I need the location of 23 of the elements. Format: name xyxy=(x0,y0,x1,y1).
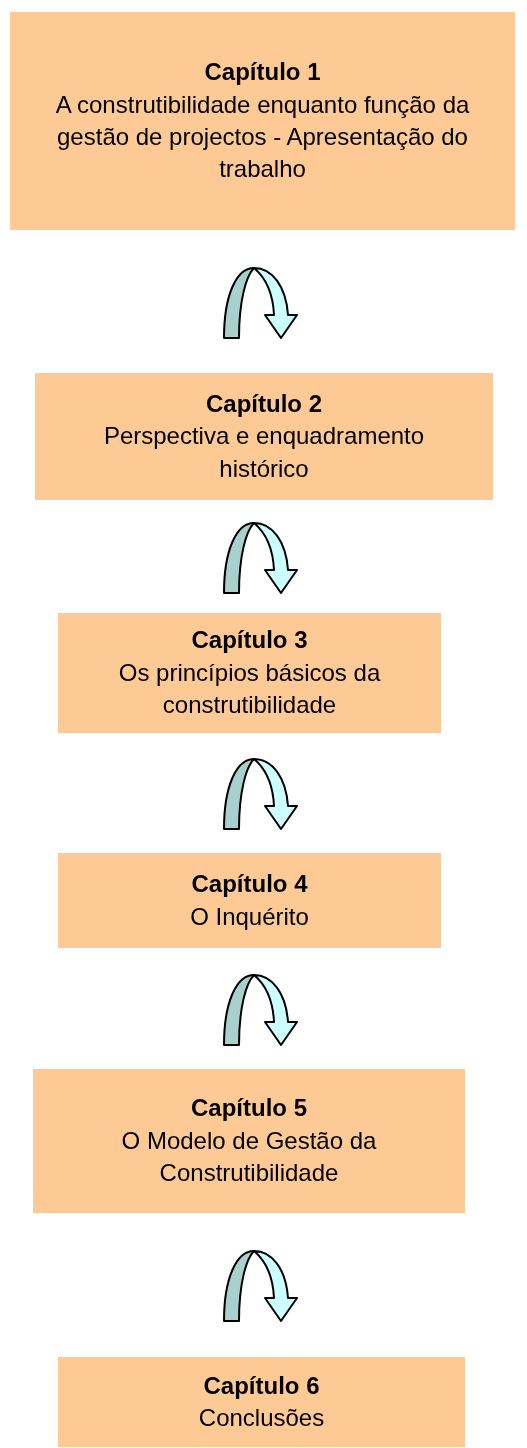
chapter-box xyxy=(58,613,441,733)
chapter-title: Capítulo 5 xyxy=(191,1093,307,1124)
curved-arrow xyxy=(223,1250,298,1322)
curved-arrow xyxy=(223,973,298,1046)
chapter-title: Capítulo 1 xyxy=(204,57,321,88)
chapter-description: O Modelo de Gestão da Construtibilidade xyxy=(120,1125,378,1189)
curved-arrow xyxy=(223,758,298,830)
chapter-description: A construtibilidade enquanto função da gestão de projectos - Apresentação do trabalho xyxy=(54,89,471,185)
chapter-title: Capítulo 4 xyxy=(191,869,308,900)
chapter-description: Os princípios básicos da construtibilidade xyxy=(117,657,382,721)
chapter-box xyxy=(10,12,515,230)
chapter-description: Perspectiva e enquadramento histórico xyxy=(102,421,426,484)
chapter-box xyxy=(35,373,493,500)
chapter-title: Capítulo 3 xyxy=(191,625,308,656)
chapter-box xyxy=(33,1069,465,1213)
chapter-description: O Inquérito xyxy=(190,901,309,932)
chapter-box xyxy=(58,1357,465,1447)
chapter-title: Capítulo 2 xyxy=(206,388,322,419)
curved-arrow xyxy=(223,266,298,339)
chapter-title: Capítulo 6 xyxy=(203,1370,320,1401)
chapter-box xyxy=(58,853,441,948)
curved-arrow xyxy=(223,521,298,594)
chapter-description: Conclusões xyxy=(198,1403,325,1433)
